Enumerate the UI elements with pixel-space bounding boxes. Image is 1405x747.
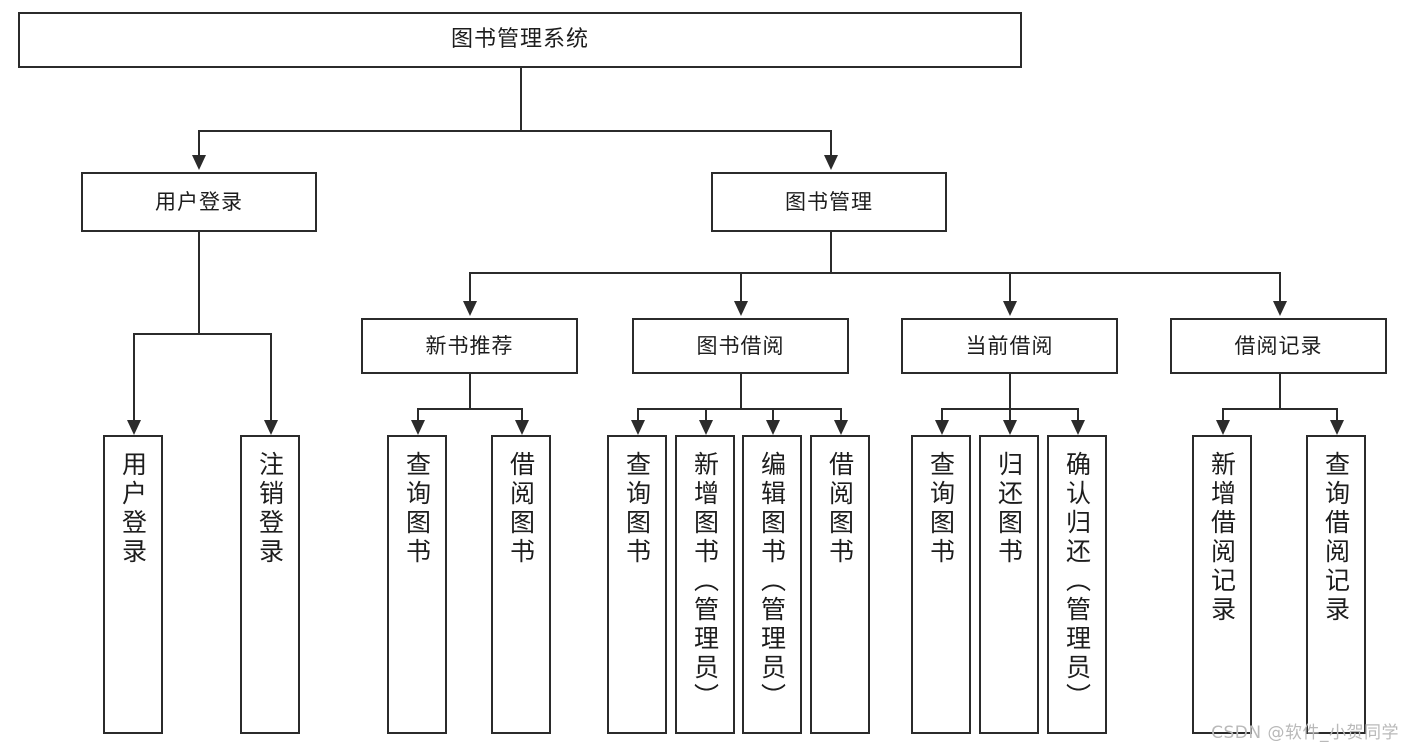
connector-new-book-stem [469,374,471,408]
node-label: 图书管理系统 [450,26,589,52]
leaf-query-borrow-record[interactable]: 查询借阅记录 [1306,435,1366,734]
leaf-query-book-current[interactable]: 查询图书 [911,435,971,734]
leaf-label: 查询图书 [926,451,956,567]
leaf-add-book-admin[interactable]: 新增图书（管理员） [675,435,735,734]
connector-root-to-book-management [830,130,832,156]
arrowhead-user-login-to-leaf-1 [127,420,141,435]
arrowhead-cb-to-leaf-1 [935,420,949,435]
arrowhead-bb-to-leaf-4 [834,420,848,435]
leaf-edit-book-admin[interactable]: 编辑图书（管理员） [742,435,802,734]
arrowhead-bm-to-book-borrow [734,301,748,316]
leaf-confirm-return-admin[interactable]: 确认归还（管理员） [1047,435,1107,734]
connector-book-management-bus [469,272,1280,274]
connector-book-management-stem [830,232,832,272]
arrowhead-new-book-to-leaf-1 [411,420,425,435]
node-label: 用户登录 [155,189,243,214]
arrowhead-bb-to-leaf-1 [631,420,645,435]
leaf-query-book-borrow[interactable]: 查询图书 [607,435,667,734]
arrowhead-bm-to-new-book [463,301,477,316]
leaf-label: 借阅图书 [506,451,536,567]
node-user-login[interactable]: 用户登录 [81,172,317,232]
arrowhead-root-to-book-management [824,155,838,170]
node-label: 借阅记录 [1234,333,1323,358]
arrowhead-bb-to-leaf-3 [766,420,780,435]
connector-borrow-record-stem [1279,374,1281,408]
leaf-label: 查询图书 [622,451,652,567]
leaf-return-book[interactable]: 归还图书 [979,435,1039,734]
node-label: 图书管理 [785,189,873,214]
leaf-query-book-new[interactable]: 查询图书 [387,435,447,734]
leaf-borrow-book-new[interactable]: 借阅图书 [491,435,551,734]
connector-cb-to-leaf-2 [1009,408,1011,421]
connector-bm-to-borrow-record [1279,272,1281,302]
arrowhead-user-login-to-leaf-2 [264,420,278,435]
connector-root-bus [198,130,832,132]
connector-new-book-bus [417,408,522,410]
leaf-label: 确认归还（管理员） [1062,451,1092,712]
connector-bm-to-current-borrow [1009,272,1011,302]
node-book-management[interactable]: 图书管理 [711,172,947,232]
arrowhead-br-to-leaf-1 [1216,420,1230,435]
connector-user-login-to-leaf-1 [133,333,135,421]
leaf-add-borrow-record[interactable]: 新增借阅记录 [1192,435,1252,734]
connector-br-to-leaf-2 [1336,408,1338,421]
connector-bb-to-leaf-2 [705,408,707,421]
leaf-label: 归还图书 [994,451,1024,567]
leaf-logout[interactable]: 注销登录 [240,435,300,734]
connector-root-to-user-login [198,130,200,156]
leaf-label: 编辑图书（管理员） [757,451,787,712]
arrowhead-cb-to-leaf-2 [1003,420,1017,435]
connector-user-login-to-leaf-2 [270,333,272,421]
leaf-label: 注销登录 [255,451,285,567]
leaf-label: 新增借阅记录 [1207,451,1237,625]
leaf-label: 用户登录 [118,451,148,567]
node-current-borrow[interactable]: 当前借阅 [901,318,1118,374]
leaf-label: 新增图书（管理员） [690,451,720,712]
connector-user-login-stem [198,232,200,333]
connector-borrow-record-bus [1222,408,1337,410]
node-label: 图书借阅 [696,333,785,358]
node-label: 当前借阅 [965,333,1054,358]
connector-bb-to-leaf-4 [840,408,842,421]
arrowhead-bb-to-leaf-2 [699,420,713,435]
connector-new-book-to-leaf-1 [417,408,419,421]
leaf-user-login[interactable]: 用户登录 [103,435,163,734]
leaf-label: 查询图书 [402,451,432,567]
connector-new-book-to-leaf-2 [521,408,523,421]
arrowhead-root-to-user-login [192,155,206,170]
connector-cb-to-leaf-3 [1077,408,1079,421]
leaf-label: 借阅图书 [825,451,855,567]
connector-root-stem [520,68,522,130]
arrowhead-br-to-leaf-2 [1330,420,1344,435]
connector-bm-to-book-borrow [740,272,742,302]
connector-book-borrow-stem [740,374,742,408]
connector-br-to-leaf-1 [1222,408,1224,421]
node-library-management-system[interactable]: 图书管理系统 [18,12,1022,68]
leaf-borrow-book[interactable]: 借阅图书 [810,435,870,734]
node-new-book-recommendation[interactable]: 新书推荐 [361,318,578,374]
connector-current-borrow-stem [1009,374,1011,408]
connector-bb-to-leaf-3 [772,408,774,421]
connector-book-borrow-bus [637,408,840,410]
connector-cb-to-leaf-1 [941,408,943,421]
arrowhead-cb-to-leaf-3 [1071,420,1085,435]
node-book-borrow[interactable]: 图书借阅 [632,318,849,374]
node-borrow-record[interactable]: 借阅记录 [1170,318,1387,374]
leaf-label: 查询借阅记录 [1321,451,1351,625]
connector-user-login-bus [133,333,271,335]
connector-bb-to-leaf-1 [637,408,639,421]
connector-bm-to-new-book [469,272,471,302]
arrowhead-bm-to-current-borrow [1003,301,1017,316]
arrowhead-new-book-to-leaf-2 [515,420,529,435]
arrowhead-bm-to-borrow-record [1273,301,1287,316]
node-label: 新书推荐 [425,333,514,358]
